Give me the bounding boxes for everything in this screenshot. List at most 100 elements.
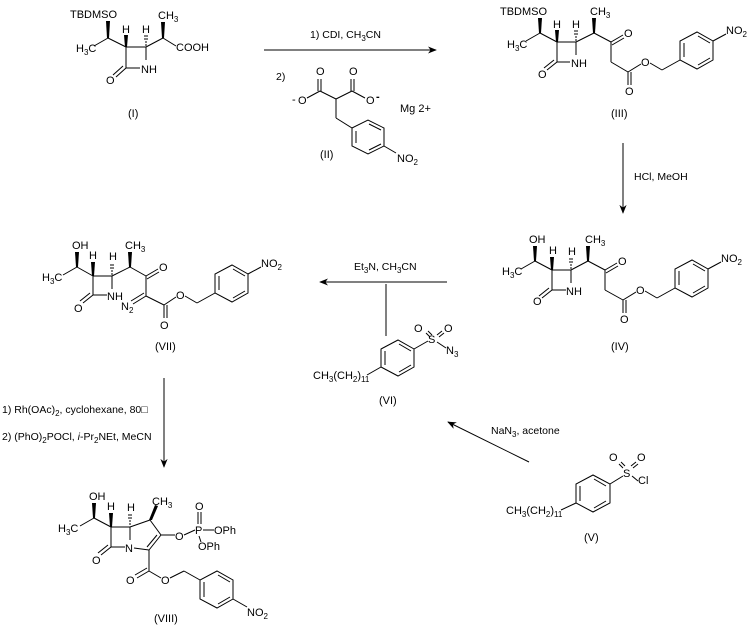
svg-text:O: O — [349, 66, 358, 78]
svg-text:NO2: NO2 — [721, 253, 743, 267]
svg-text:NO2: NO2 — [247, 607, 269, 621]
svg-text:CH3: CH3 — [590, 6, 611, 20]
svg-text:OH: OH — [72, 240, 89, 252]
methyl-label: H3C — [76, 43, 96, 57]
compound-V: S O O Cl CH3(CH2)11 (V) — [506, 452, 648, 544]
svg-text:CH3(CH2)11: CH3(CH2)11 — [313, 370, 370, 384]
svg-text:OH: OH — [89, 491, 106, 503]
svg-text:O: O — [159, 262, 168, 274]
svg-text:H: H — [109, 251, 117, 263]
condition-step1-b: 2) — [276, 71, 285, 83]
compound-VII-label: (VII) — [155, 341, 176, 353]
svg-text:NO2: NO2 — [397, 153, 419, 167]
svg-text:O: O — [74, 303, 83, 315]
svg-text:O: O — [175, 531, 184, 543]
condition-step4: NaN3, acetone — [491, 425, 560, 439]
svg-text:O: O — [366, 95, 375, 107]
svg-text:N2: N2 — [121, 301, 134, 315]
compound-VIII-label: (VIII) — [154, 613, 178, 625]
compound-III-label: (III) — [611, 108, 628, 120]
svg-text:H3C: H3C — [58, 523, 78, 537]
compound-VII: OH H3C H NH O H CH3 O N2 O O — [42, 240, 283, 353]
arrow-step4 — [447, 421, 530, 463]
svg-text:N3: N3 — [446, 345, 459, 359]
svg-text:H: H — [89, 250, 97, 262]
svg-text:H: H — [549, 245, 557, 257]
svg-text:O: O — [538, 69, 547, 81]
svg-text:NH: NH — [107, 291, 123, 303]
compound-I-label: (I) — [128, 108, 138, 120]
svg-text:S: S — [428, 334, 435, 346]
svg-text:O: O — [620, 314, 629, 326]
hash-h2 — [144, 35, 148, 46]
svg-text:H: H — [553, 19, 561, 31]
tbdmso-label: TBDMSO — [70, 9, 118, 21]
svg-text:NH: NH — [566, 286, 582, 298]
svg-text:H: H — [568, 246, 576, 258]
svg-text:O: O — [106, 75, 115, 87]
svg-text:H: H — [122, 24, 130, 36]
svg-text:O: O — [624, 28, 633, 40]
svg-text:O: O — [414, 323, 423, 335]
svg-text:H3C: H3C — [507, 39, 527, 53]
condition-step3: Et3N, CH3CN — [354, 261, 417, 275]
condition-step5-b: 2) (PhO)2POCl, i-Pr2NEt, MeCN — [2, 431, 152, 445]
condition-step1-a: 1) CDI, CH3CN — [310, 29, 381, 43]
svg-text:O: O — [160, 320, 169, 332]
svg-text:COOH: COOH — [176, 42, 209, 54]
condition-step2: HCl, MeOH — [634, 171, 688, 183]
compound-VIII: OH H3C H N O H CH3 O P O OPh — [58, 491, 269, 625]
svg-text:H: H — [107, 501, 115, 513]
svg-text:O: O — [636, 285, 645, 297]
compound-IV-label: (IV) — [611, 341, 629, 353]
svg-text:O: O — [195, 501, 204, 513]
svg-text:-: - — [292, 94, 296, 106]
compound-II: O O - O O - NO2 Mg 2+ (II) — [292, 66, 431, 167]
svg-text:O: O — [126, 575, 135, 587]
svg-text:CH3: CH3 — [152, 496, 173, 510]
svg-text:OH: OH — [529, 234, 546, 246]
svg-text:H3C: H3C — [42, 272, 62, 286]
svg-text:N: N — [125, 543, 133, 555]
svg-text:Cl: Cl — [638, 475, 648, 487]
svg-text:P: P — [195, 525, 202, 537]
svg-text:OPh: OPh — [214, 525, 236, 537]
svg-text:O: O — [444, 323, 453, 335]
svg-text:CH3: CH3 — [125, 240, 146, 254]
mg-counterion: Mg 2+ — [400, 103, 431, 115]
svg-text:CH3: CH3 — [585, 234, 606, 248]
compound-IV: OH H3C H NH O H CH3 O O O — [502, 234, 743, 353]
svg-text:O: O — [625, 86, 634, 98]
svg-text:H: H — [572, 19, 580, 31]
svg-text:OPh: OPh — [198, 541, 220, 553]
wedge-bond — [106, 21, 110, 38]
svg-text:H3C: H3C — [502, 266, 522, 280]
svg-text:NO2: NO2 — [726, 25, 748, 39]
svg-text:H: H — [127, 502, 135, 514]
svg-text:CH3(CH2)11: CH3(CH2)11 — [506, 505, 563, 519]
compound-II-label: (II) — [320, 149, 333, 161]
svg-text:H: H — [142, 24, 150, 36]
svg-text:O: O — [316, 66, 325, 78]
nh-label: NH — [141, 64, 157, 76]
condition-step5-a: 1) Rh(OAc)2, cyclohexane, 80□ — [2, 404, 148, 418]
wedge-h1 — [124, 35, 128, 47]
svg-text:S: S — [623, 468, 630, 480]
svg-text:NO2: NO2 — [261, 258, 283, 272]
svg-text:O: O — [161, 575, 170, 587]
svg-text:NH: NH — [571, 58, 587, 70]
svg-text:CH3: CH3 — [158, 10, 179, 24]
compound-III: TBDMSO H3C H NH O H CH3 O O O — [500, 6, 748, 120]
svg-text:O: O — [637, 452, 646, 464]
compound-VI-label: (VI) — [379, 395, 397, 407]
svg-text:O: O — [176, 290, 185, 302]
compound-I: TBDMSO H3C H NH O H CH3 COOH (I) — [70, 9, 209, 120]
svg-text:-: - — [376, 91, 380, 103]
svg-text:O: O — [641, 57, 650, 69]
svg-text:O: O — [609, 452, 618, 464]
svg-text:O: O — [618, 256, 627, 268]
compound-V-label: (V) — [584, 532, 599, 544]
svg-text:O: O — [298, 95, 307, 107]
compound-VI: S O O N3 CH3(CH2)11 (VI) — [313, 323, 459, 407]
